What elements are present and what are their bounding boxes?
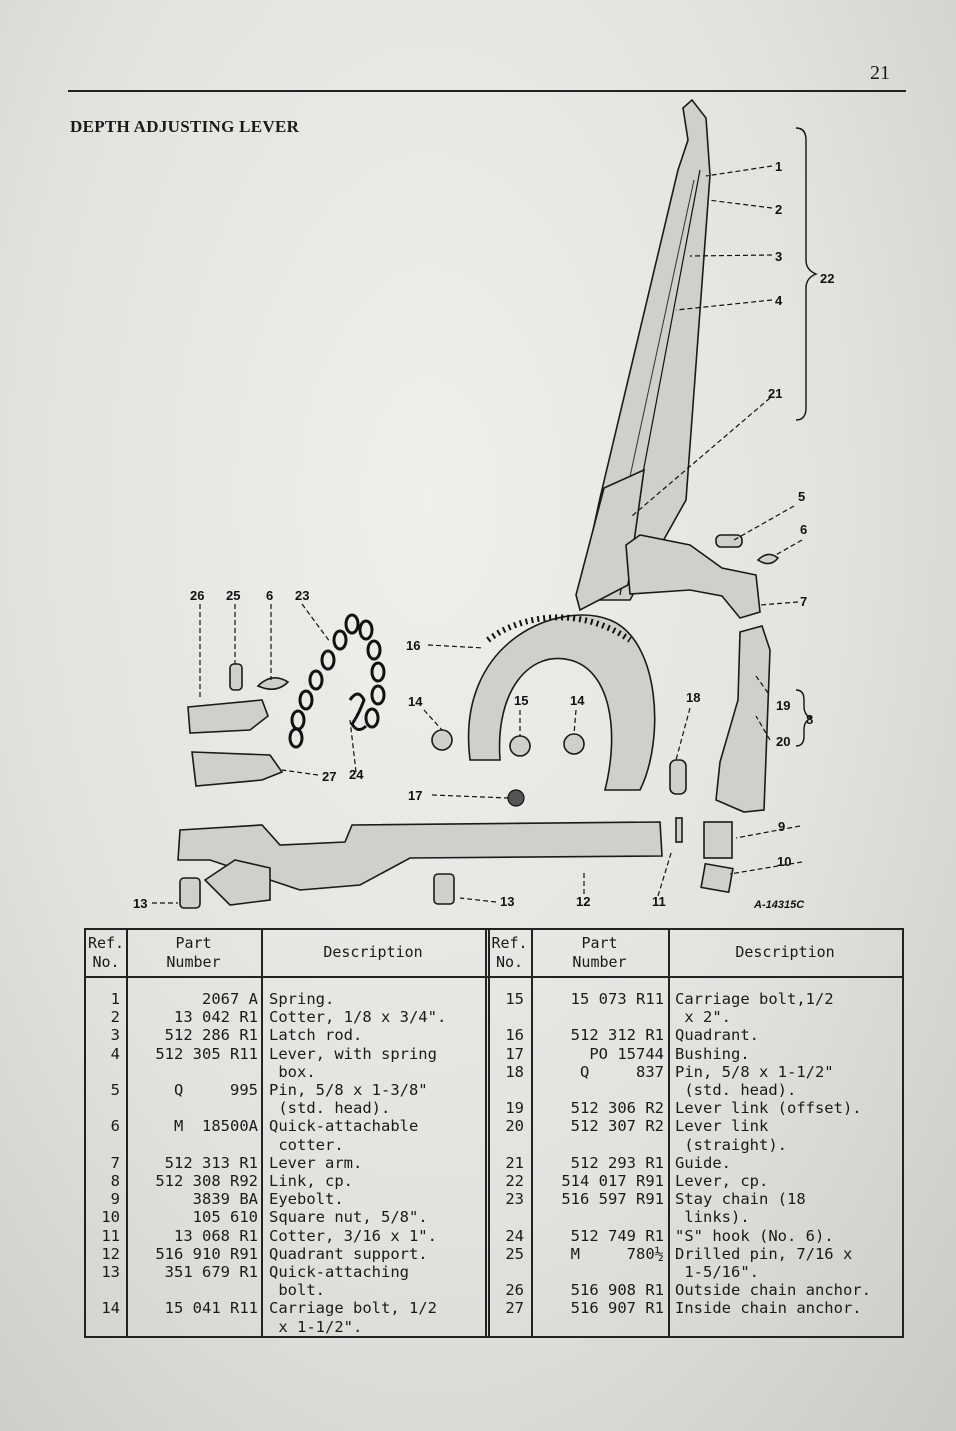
right-ref-column: 15 16 17 18 19 20 21 22 23 24 25 26 27 [505,990,524,1318]
header-desc-left: Description [323,943,423,961]
callout: 13 [133,896,147,911]
bolt-13-right [433,873,455,905]
lever-arm [625,534,761,619]
header-ref-right: Ref. No. [491,934,528,971]
callout: 6 [800,522,807,537]
callout: 1 [775,159,782,174]
callout: 17 [408,788,422,803]
carriage-bolt-14a [431,729,453,751]
carriage-bolt-14b [563,733,585,755]
quadrant [467,614,656,791]
callout: 23 [295,588,309,603]
left-desc-column: Spring. Cotter, 1/8 x 3/4". Latch rod. L… [269,990,447,1336]
right-desc-column: Carriage bolt,1/2 x 2". Quadrant. Bushin… [675,990,871,1318]
left-part-column: 2067 A 13 042 R1 512 286 R1 512 305 R11 … [155,990,258,1318]
callout: 13 [500,894,514,909]
parts-table: Ref. No. Part Number Description Ref. No… [84,928,904,1338]
callout: 11 [652,894,666,909]
callout: 7 [800,594,807,609]
bolt-13-left [179,877,201,909]
drilled-pin-25 [229,663,243,691]
callout: 16 [406,638,420,653]
left-ref-column: 1 2 3 4 5 6 7 8 9 10 11 12 13 14 [101,990,120,1318]
outside-chain-anchor [187,699,269,734]
callout: 15 [514,693,528,708]
header-desc-right: Description [735,943,835,961]
callout: 19 [776,698,790,713]
col-divider [668,930,670,1336]
col-divider [531,930,533,1336]
col-divider [126,930,128,1336]
eyebolt-9 [703,821,733,859]
header-ref-left: Ref. No. [87,934,125,971]
callout: 14 [570,693,585,708]
col-divider-center [485,930,487,1336]
leader-lines [152,165,803,904]
header-part-left: Part Number [166,934,221,971]
callout: 3 [775,249,782,264]
callout: 8 [806,712,813,727]
callout: 20 [776,734,790,749]
callout: 27 [322,769,336,784]
callout: 18 [686,690,700,705]
page-title: DEPTH ADJUSTING LEVER [70,117,300,136]
pin-5 [715,534,743,548]
s-hook [348,692,368,731]
callout: 4 [775,293,783,308]
cotter-6-right [756,553,780,565]
callout: 24 [349,767,364,782]
callout: 26 [190,588,204,603]
pin-18 [669,759,687,795]
right-part-column: 15 073 R11 512 312 R1 PO 15744 Q 837 512… [561,990,664,1318]
callout-labels: 1 2 3 4 5 6 7 8 9 10 11 12 13 13 14 14 1… [133,159,834,911]
callout: 6 [266,588,273,603]
stay-chain [288,613,386,749]
callout: 5 [798,489,805,504]
header-rule [68,90,906,92]
carriage-bolt-15 [509,735,531,757]
brace-8 [795,689,813,747]
page-number: 21 [870,62,890,84]
callout: 2 [775,202,782,217]
header-divider [86,976,902,978]
brace-22 [795,127,818,421]
square-nut-10 [700,862,734,894]
parts-diagram: 1 2 3 4 5 6 7 8 9 10 11 12 13 13 14 14 1… [133,98,834,911]
bushing-17 [507,789,525,807]
lever-bar [577,98,711,601]
callout: 9 [778,819,785,834]
lever-link [715,625,771,813]
callout: 22 [820,271,834,286]
cotter-6-left [256,677,290,690]
header-part-right: Part Number [572,934,627,971]
col-divider [261,930,263,1336]
guide-bar [575,468,645,612]
cotter-11 [675,817,683,843]
callout: 14 [408,694,423,709]
callout: 21 [768,386,782,401]
callout: 10 [777,854,791,869]
figure-code: A-14315C [753,899,805,911]
support-bracket [203,859,271,906]
callout: 25 [226,588,240,603]
quadrant-support [177,821,663,891]
col-divider-center [488,930,490,1336]
inside-chain-anchor [191,751,284,787]
callout: 12 [576,894,590,909]
